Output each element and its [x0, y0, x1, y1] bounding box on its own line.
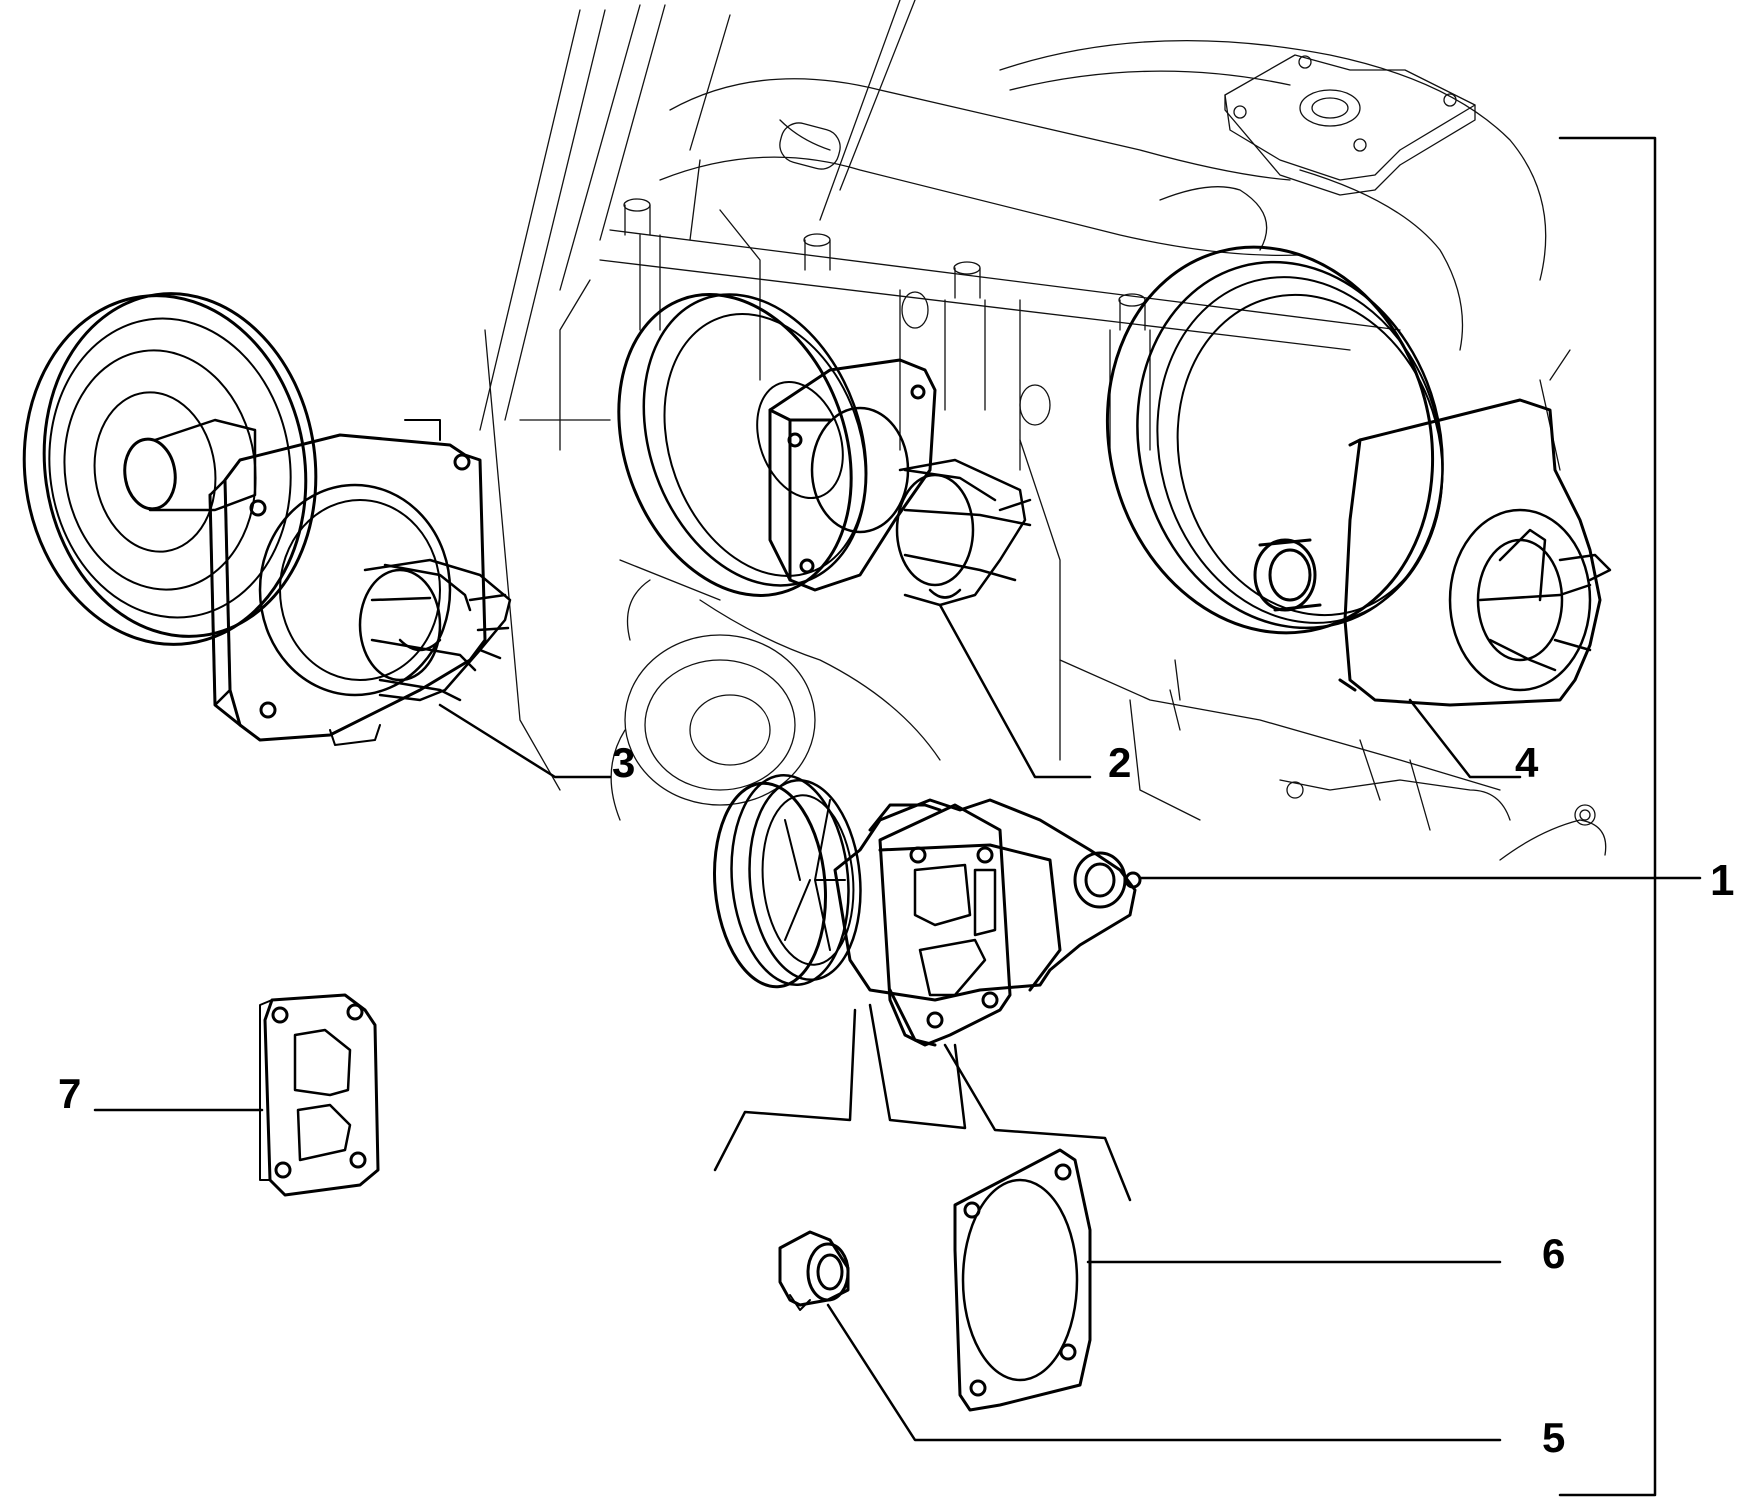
gasket-7[interactable]	[259, 993, 380, 1197]
leader-5	[826, 1303, 1502, 1442]
impeller	[358, 558, 512, 702]
callout-labels: 1 2 3 4 5 6 7	[58, 739, 1734, 1461]
water-pump-2[interactable]	[579, 262, 1032, 629]
pump-body	[833, 798, 1142, 1047]
callout-6: 6	[1542, 1230, 1565, 1277]
impeller	[1476, 528, 1612, 672]
water-pump-1[interactable]	[706, 770, 1142, 1047]
assembly-bracket	[1558, 136, 1657, 1497]
impeller	[895, 458, 1032, 607]
leader-lines	[93, 136, 1702, 1497]
water-pump-4[interactable]	[1065, 210, 1612, 707]
leader-4	[1408, 698, 1522, 779]
seal-5[interactable]	[778, 1230, 850, 1311]
callout-4: 4	[1515, 739, 1539, 786]
leader-2	[938, 603, 1092, 779]
pulley	[712, 774, 862, 989]
pulley	[22, 292, 318, 646]
callout-1: 1	[1710, 856, 1734, 905]
callout-7: 7	[58, 1070, 81, 1117]
water-pump-3[interactable]	[2, 276, 512, 746]
pump-gasket-flange	[878, 803, 1012, 1047]
callout-2: 2	[1108, 739, 1131, 786]
pulley	[617, 293, 868, 597]
callout-5: 5	[1542, 1414, 1565, 1461]
head-bolts	[623, 198, 1151, 451]
leader-3	[438, 703, 612, 779]
pump-body	[1253, 398, 1602, 707]
pump-body	[208, 419, 487, 746]
callout-3: 3	[612, 739, 635, 786]
gasket-6[interactable]	[953, 1148, 1092, 1412]
explode-line-c	[943, 1043, 1132, 1202]
pulley	[1105, 245, 1444, 635]
explode-line-b	[868, 1003, 967, 1130]
explode-line-a	[713, 1008, 857, 1172]
engine-block-background	[479, 0, 1607, 861]
